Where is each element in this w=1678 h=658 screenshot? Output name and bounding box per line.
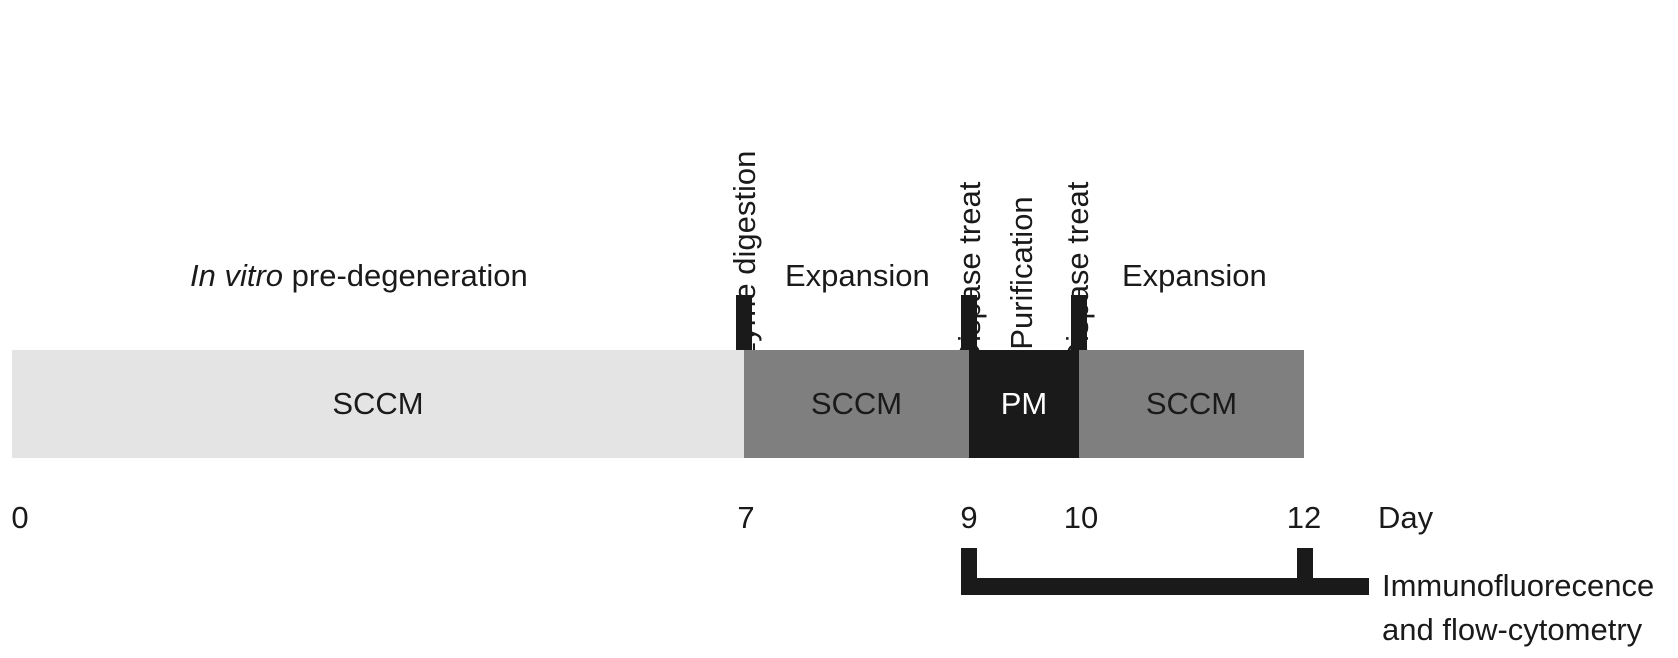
in-vitro-italic: In vitro [190,258,284,293]
day-12-label: 12 [1286,500,1322,535]
phase-sccm-expansion-2: SCCM [1079,350,1304,458]
pre-degeneration-text: pre-degeneration [283,258,528,293]
dispase-tick-2 [1071,295,1087,350]
day-7-label: 7 [737,500,755,535]
expansion-label-1: Expansion [785,258,930,293]
phase-sccm-label-3: SCCM [1145,386,1238,421]
phase-sccm-expansion-1: SCCM [744,350,969,458]
assay-bracket-line [961,578,1369,595]
assay-label-line2: and flow-cytometry [1382,612,1643,647]
expansion-label-2: Expansion [1122,258,1267,293]
phase-sccm-label-1: SCCM [332,386,424,421]
day-0-label: 0 [11,500,29,535]
phase-sccm-label-2: SCCM [810,386,903,421]
dispase-tick-1 [961,295,977,350]
assay-label-line1: Immunofluorecence [1382,568,1655,603]
day-unit-label: Day [1378,500,1434,535]
day-10-label: 10 [1063,500,1099,535]
day-9-label: 9 [960,500,978,535]
pre-degeneration-label: In vitro pre-degeneration [190,258,528,294]
enzyme-tick [736,295,752,350]
phase-pm-purification: PM [969,350,1079,458]
phase-pm-label: PM [1000,386,1048,421]
purification-label: Purification [1004,196,1039,350]
phase-sccm-predegeneration: SCCM [12,350,744,458]
